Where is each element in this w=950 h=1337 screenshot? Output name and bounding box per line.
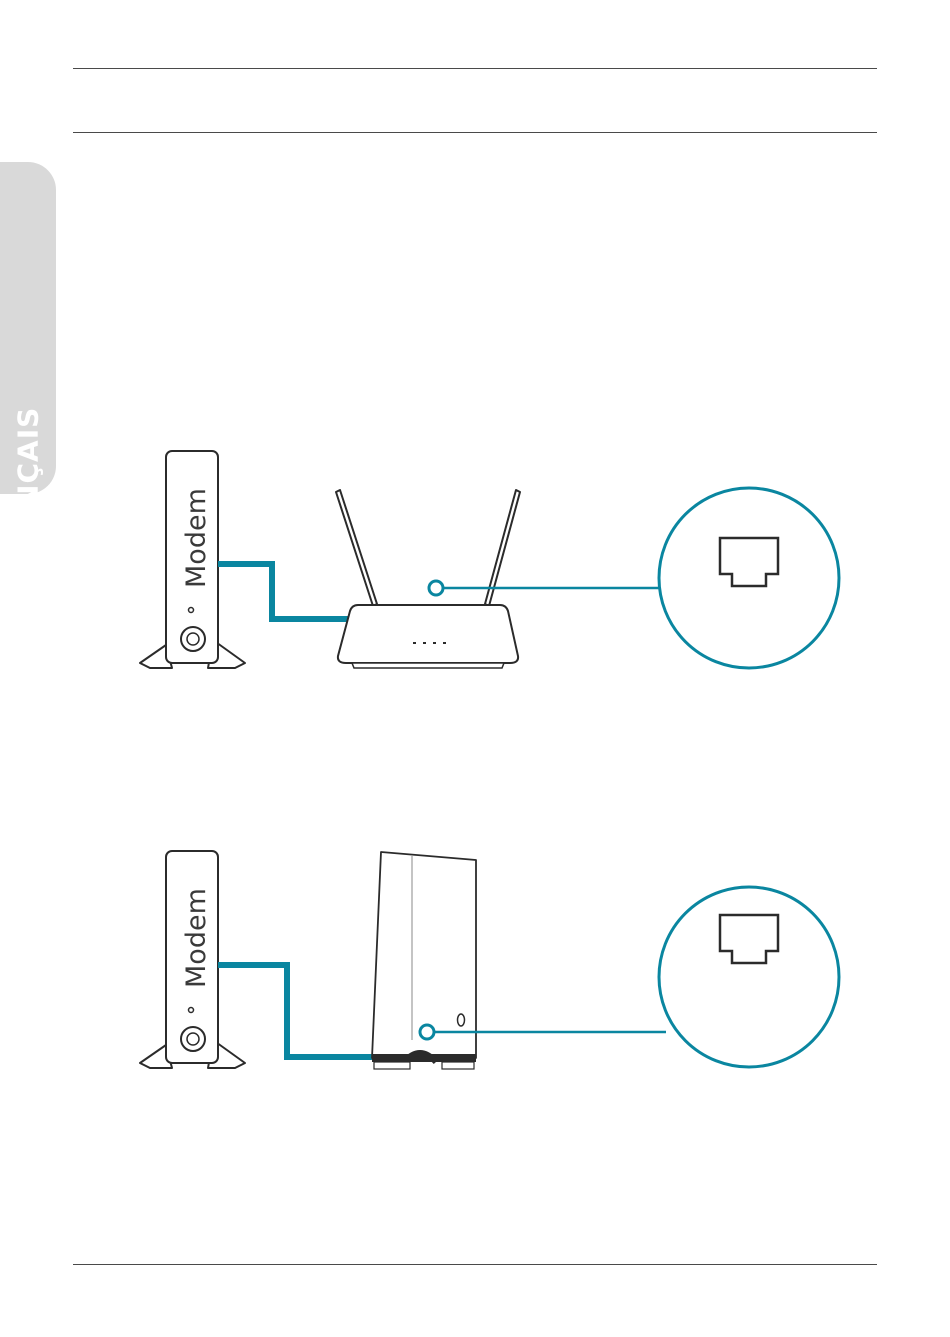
modem-device: Modem xyxy=(140,451,245,668)
footer-rule xyxy=(73,1264,877,1265)
modem-label: Modem xyxy=(181,888,212,988)
modem-device: Modem xyxy=(140,851,245,1068)
header-rule-bottom xyxy=(73,132,877,133)
router-device xyxy=(336,490,520,668)
modem-label: Modem xyxy=(181,488,212,588)
modem-router-diagram: Modem xyxy=(0,440,950,680)
modem-mesh-diagram: Modem xyxy=(0,840,950,1080)
ethernet-cable xyxy=(218,564,350,619)
port-callout xyxy=(420,887,839,1067)
header-rule-top xyxy=(73,68,877,69)
